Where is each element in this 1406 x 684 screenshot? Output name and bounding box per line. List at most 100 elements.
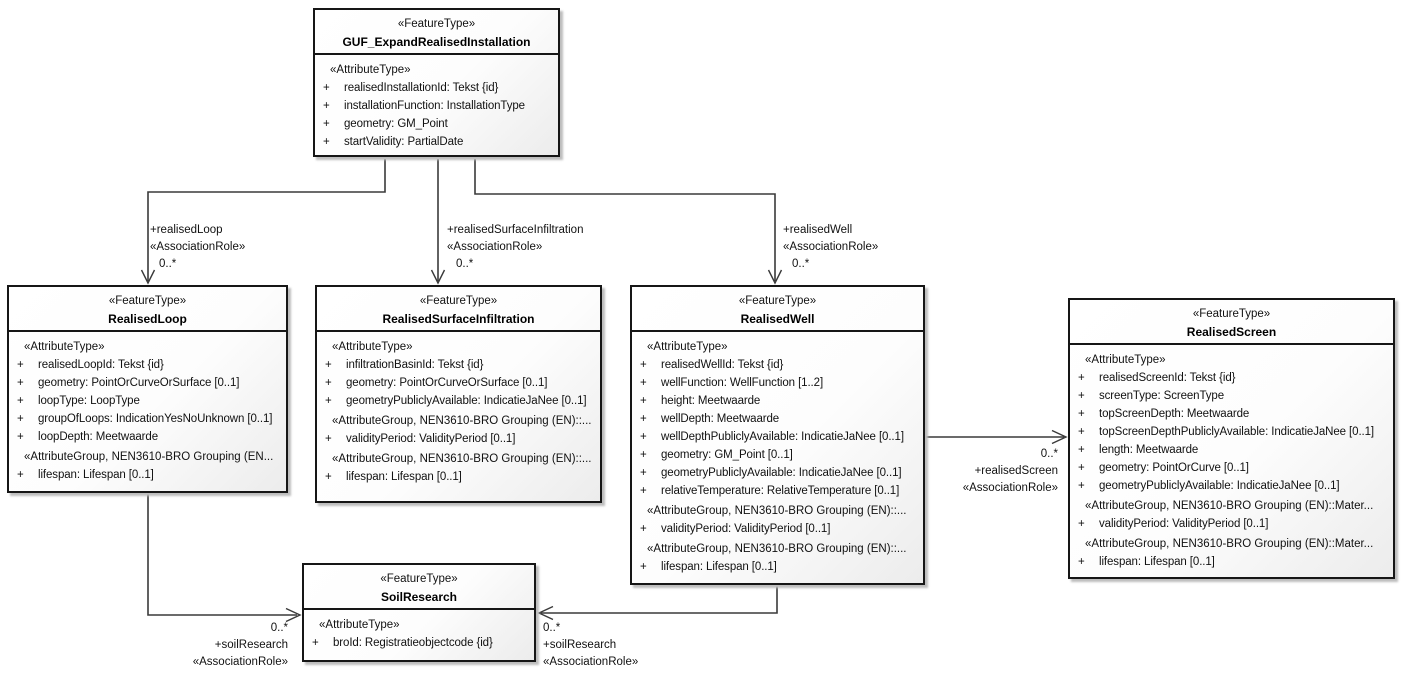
attribute-row: +lifespan: Lifespan [0..1] [322, 468, 597, 486]
attribute-row: + lifespan: Lifespan [0..1] [637, 558, 920, 576]
association-soilResearch-from-loop-line[interactable] [147, 493, 297, 616]
attribute-text: realisedScreenId: Tekst {id} [1099, 372, 1236, 384]
attribute-text: lifespan: Lifespan [0..1] [661, 561, 777, 573]
attribute-row: + geometry: PointOrCurve [0..1] [1075, 459, 1390, 477]
association-soilResearch-from-well-line[interactable] [541, 585, 778, 614]
arrowhead-down-realisedWell-icon [767, 269, 783, 285]
attribute-row: +relativeTemperature: RelativeTemperatur… [637, 482, 920, 500]
visibility-symbol: + [325, 395, 332, 407]
attribute-text: topScreenDepth: Meetwaarde [1099, 408, 1250, 420]
class-name: RealisedSurfaceInfiltration [382, 312, 535, 326]
visibility-symbol: + [17, 395, 24, 407]
attribute-text: geometry: PointOrCurve [0..1] [1099, 462, 1249, 474]
visibility-symbol: + [640, 449, 647, 461]
class-box-soilresearch[interactable]: «FeatureType» SoilResearch «AttributeTyp… [302, 563, 536, 662]
arrowhead-right-realisedScreen-icon [1051, 429, 1068, 445]
edge-label-realisedWell: +realisedWell «AssociationRole» 0..* [783, 222, 878, 273]
attribute-row: + lifespan: Lifespan [0..1] [1075, 553, 1390, 571]
class-stereotype: «FeatureType» [1192, 308, 1271, 320]
attribute-row: +realisedWellId: Tekst {id} [637, 356, 920, 374]
visibility-symbol: + [1078, 390, 1085, 402]
class-attribute-compartment: «AttributeType» +realisedWellId: Tekst {i… [632, 332, 923, 576]
arrowhead-down-realisedLoop-icon [140, 269, 156, 285]
association-stereotype: «AssociationRole» [962, 482, 1058, 494]
attribute-group-header: «AttributeGroup, NEN3610-BRO Grouping (E… [1085, 500, 1374, 512]
attribute-row: +geometry: PointOrCurveOrSurface [0..1] [322, 374, 597, 392]
attribute-group-header: «AttributeType» [24, 341, 105, 353]
attribute-row: +geometry: GM_Point [0..1] [637, 446, 920, 464]
visibility-symbol: + [323, 118, 330, 130]
class-header: «FeatureType» RealisedLoop [9, 287, 286, 332]
association-stereotype: «AssociationRole» [783, 241, 879, 253]
attribute-group-header: «AttributeType» [647, 341, 728, 353]
attribute-text: geometryPubliclyAvailable: IndicatieJaNe… [1099, 480, 1340, 492]
attribute-group-header: «AttributeGroup, NEN3610-BRO Grouping (E… [1085, 538, 1374, 550]
class-header: «FeatureType» SoilResearch [304, 565, 534, 610]
association-multiplicity: 0..* [1040, 448, 1058, 460]
attribute-text: geometry: PointOrCurveOrSurface [0..1] [346, 377, 548, 389]
visibility-symbol: + [1078, 444, 1085, 456]
class-box-realisedscreen[interactable]: «FeatureType» RealisedScreen «AttributeT… [1068, 298, 1395, 579]
association-role-name: +realisedWell [783, 224, 853, 236]
attribute-row: +validityPeriod: ValidityPeriod [0..1] [637, 520, 920, 538]
attribute-group-header: «AttributeType» [1085, 354, 1166, 366]
visibility-symbol: + [312, 637, 319, 649]
association-stereotype: «AssociationRole» [447, 241, 543, 253]
attribute-text: realisedInstallationId: Tekst {id} [344, 82, 499, 94]
visibility-symbol: + [323, 136, 330, 148]
association-realisedWell-line[interactable] [474, 159, 776, 281]
attribute-row: +installationFunction: InstallationType [320, 97, 555, 115]
attribute-text: realisedLoopId: Tekst {id} [38, 359, 164, 371]
visibility-symbol: + [17, 431, 24, 443]
attribute-row: +wellDepth: Meetwaarde [637, 410, 920, 428]
visibility-symbol: + [1078, 372, 1085, 384]
association-stereotype: «AssociationRole» [150, 241, 246, 253]
class-box-realisedwell[interactable]: «FeatureType» RealisedWell «AttributeTyp… [630, 285, 925, 585]
visibility-symbol: + [640, 561, 647, 573]
attribute-text: relativeTemperature: RelativeTemperature… [661, 485, 900, 497]
visibility-symbol: + [325, 359, 332, 371]
class-box-realisedloop[interactable]: «FeatureType» RealisedLoop «AttributeTyp… [7, 285, 288, 493]
class-attribute-compartment: «AttributeType»+realisedScreenId: Tekst … [1070, 345, 1393, 571]
attribute-text: groupOfLoops: IndicationYesNoUnknown [0.… [38, 413, 273, 425]
attribute-row: +height: Meetwaarde [637, 392, 920, 410]
visibility-symbol: + [17, 469, 24, 481]
association-realisedLoop-line[interactable] [147, 159, 386, 281]
association-stereotype: «AssociationRole» [543, 656, 639, 668]
attribute-text: geometry: PointOrCurveOrSurface [0..1] [38, 377, 240, 389]
attribute-row: +geometryPubliclyAvailable: IndicatieJaN… [637, 464, 920, 482]
class-box-guf-expandrealisedinstallation[interactable]: «FeatureType» GUF_ExpandRealisedInstalla… [313, 8, 560, 157]
class-header: «FeatureType» RealisedScreen [1070, 300, 1393, 345]
visibility-symbol: + [1078, 480, 1085, 492]
visibility-symbol: + [325, 471, 332, 483]
visibility-symbol: + [640, 395, 647, 407]
attribute-text: lifespan: Lifespan [0..1] [1099, 556, 1215, 568]
visibility-symbol: + [1078, 556, 1085, 568]
attribute-row: +validityPeriod: ValidityPeriod [0..1] [1075, 515, 1390, 533]
attribute-row: + geometry: PointOrCurveOrSurface [0..1] [14, 374, 283, 392]
class-name: RealisedLoop [108, 312, 187, 326]
attribute-group-header: «AttributeGroup, NEN3610-BRO Grouping (E… [332, 415, 592, 427]
attribute-text: length: Meetwaarde [1099, 444, 1199, 456]
attribute-row: +loopDepth: Meetwaarde [14, 428, 283, 446]
class-name: GUF_ExpandRealisedInstallation [342, 35, 531, 49]
attribute-row: + groupOfLoops: IndicationYesNoUnknown [0… [14, 410, 283, 428]
edge-label-realisedSurfaceInfiltration: +realisedSurfaceInfiltration «Associatio… [447, 222, 583, 273]
class-name: SoilResearch [380, 590, 458, 604]
class-stereotype: «FeatureType» [380, 573, 458, 585]
attribute-text: lifespan: Lifespan [0..1] [38, 469, 154, 481]
class-box-realisedsurfaceinfiltration[interactable]: «FeatureType» RealisedSurfaceInfiltratio… [315, 285, 602, 503]
visibility-symbol: + [17, 413, 24, 425]
attribute-text: installationFunction: InstallationType [344, 100, 525, 112]
edge-label-soilResearch-from-well: 0..* +soilResearch «AssociationRole» [543, 620, 638, 671]
visibility-symbol: + [1078, 462, 1085, 474]
attribute-text: validityPeriod: ValidityPeriod [0..1] [661, 523, 831, 535]
arrowhead-right-soilResearch-left-icon [285, 607, 302, 623]
attribute-row: +loopType: LoopType [14, 392, 283, 410]
attribute-row: +topScreenDepthPubliclyAvailable: Indica… [1075, 423, 1390, 441]
class-attribute-compartment: «AttributeType»+infiltrationBasinId: Tek… [317, 332, 600, 486]
attribute-text: geometry: GM_Point [344, 118, 448, 130]
visibility-symbol: + [17, 377, 24, 389]
attribute-row: + geometry: GM_Point [320, 115, 555, 133]
